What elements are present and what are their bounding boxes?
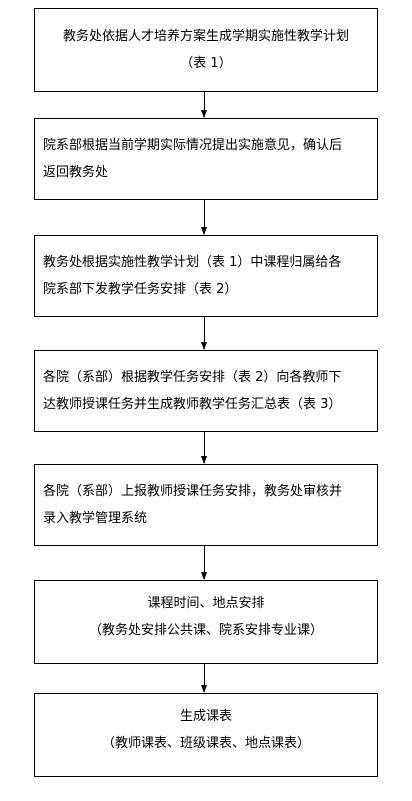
step-3-line-1: 教务处根据实施性教学计划（表 1）中课程归属给各: [43, 255, 342, 270]
step-5-line-2: 录入教学管理系统: [43, 511, 148, 526]
step-1-line-2: （表 1）: [180, 56, 232, 71]
step-4-line-1: 各院（系部）根据教学任务安排（表 2）向各教师下: [43, 370, 342, 385]
flow-step-5: 各院（系部）上报教师授课任务安排，教务处审核并 录入教学管理系统: [34, 464, 378, 546]
step-2-line-1: 院系部根据当前学期实际情况提出实施意见，确认后: [43, 138, 343, 153]
flow-step-7: 生成课表 （教师课表、班级课表、地点课表）: [34, 693, 378, 777]
step-3-line-2: 院系部下发教学任务安排（表 2）: [43, 282, 238, 297]
flow-arrow-4: [201, 432, 207, 464]
flow-arrow-5: [201, 546, 207, 580]
step-1-line-1: 教务处依据人才培养方案生成学期实施性教学计划: [62, 29, 349, 44]
flow-arrow-1: [201, 92, 207, 118]
flow-arrow-2: [201, 200, 207, 235]
step-7-line-2: （教师课表、班级课表、地点课表）: [101, 736, 310, 751]
step-7-line-1: 生成课表: [179, 709, 232, 724]
flow-step-6: 课程时间、地点安排 （教务处安排公共课、院系安排专业课）: [34, 580, 378, 664]
step-5-line-1: 各院（系部）上报教师授课任务安排，教务处审核并: [43, 484, 343, 499]
step-2-line-2: 返回教务处: [43, 165, 109, 180]
flow-arrow-6: [201, 664, 207, 693]
flow-step-4: 各院（系部）根据教学任务安排（表 2）向各教师下 达教师授课任务并生成教师教学任…: [34, 350, 378, 432]
flow-step-3: 教务处根据实施性教学计划（表 1）中课程归属给各 院系部下发教学任务安排（表 2…: [34, 235, 378, 317]
flow-step-2: 院系部根据当前学期实际情况提出实施意见，确认后 返回教务处: [34, 118, 378, 200]
flow-step-1: 教务处依据人才培养方案生成学期实施性教学计划 （表 1）: [34, 8, 378, 92]
step-6-line-1: 课程时间、地点安排: [147, 596, 265, 611]
flow-arrow-3: [201, 317, 207, 350]
step-6-line-2: （教务处安排公共课、院系安排专业课）: [88, 623, 323, 638]
step-4-line-2: 达教师授课任务并生成教师教学任务汇总表（表 3）: [43, 397, 342, 412]
